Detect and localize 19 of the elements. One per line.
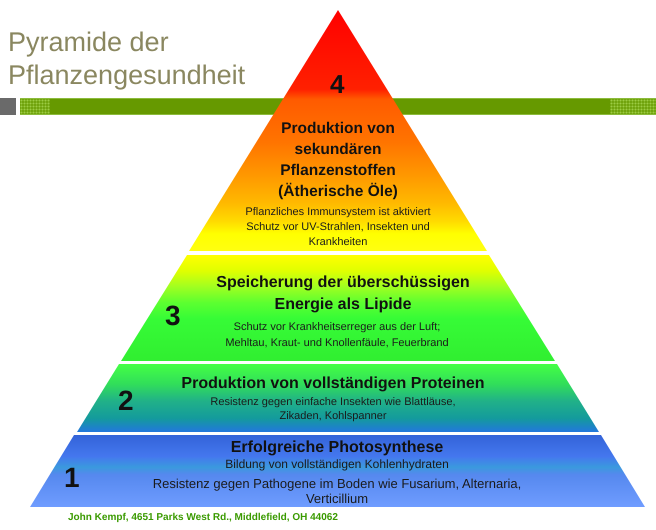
tier-description: Resistenz gegen einfache Insekten wie Blattläuse, Zikaden, Kohlspanner [209, 395, 457, 423]
caption: John Kempf, 4651 Parks West Rd., Middlefield, OH 44062 [68, 511, 338, 524]
pyramid-tier [77, 364, 599, 432]
tier-description: Bildung von vollständigen Kohlenhydraten [225, 457, 449, 472]
tier-description: Resistenz gegen Pathogene im Boden wie Fusarium, Alternaria, Verticillium [152, 476, 522, 506]
tier-heading: Erfolgreiche Photosynthese [230, 438, 444, 457]
tier-heading: Speicherung der überschüssigen Energie als Lipide [215, 273, 471, 315]
tier-description: Pflanzliches Immunsystem ist aktiviert [245, 205, 431, 220]
pyramid-tier [30, 435, 645, 507]
tier-heading: Produktion von sekundären Pflanzenstoffen (Ätherische Öle) [277, 119, 399, 202]
title: Pyramide der Pflanzengesundheit [8, 26, 246, 92]
level-number: 1 [64, 464, 80, 492]
pyramid-tier [121, 255, 555, 361]
tier-heading: Produktion von vollständigen Proteinen [181, 374, 485, 394]
level-number: 3 [165, 302, 181, 330]
level-number: 4 [330, 71, 344, 97]
level-number: 2 [118, 387, 134, 415]
tier-description: Schutz vor UV-Strahlen, Insekten und Krankheiten [245, 220, 431, 250]
tier-description: Schutz vor Krankheitserreger aus der Luft; Mehltau, Kraut- und Knollenfäule, Feuerbrand [224, 320, 450, 351]
